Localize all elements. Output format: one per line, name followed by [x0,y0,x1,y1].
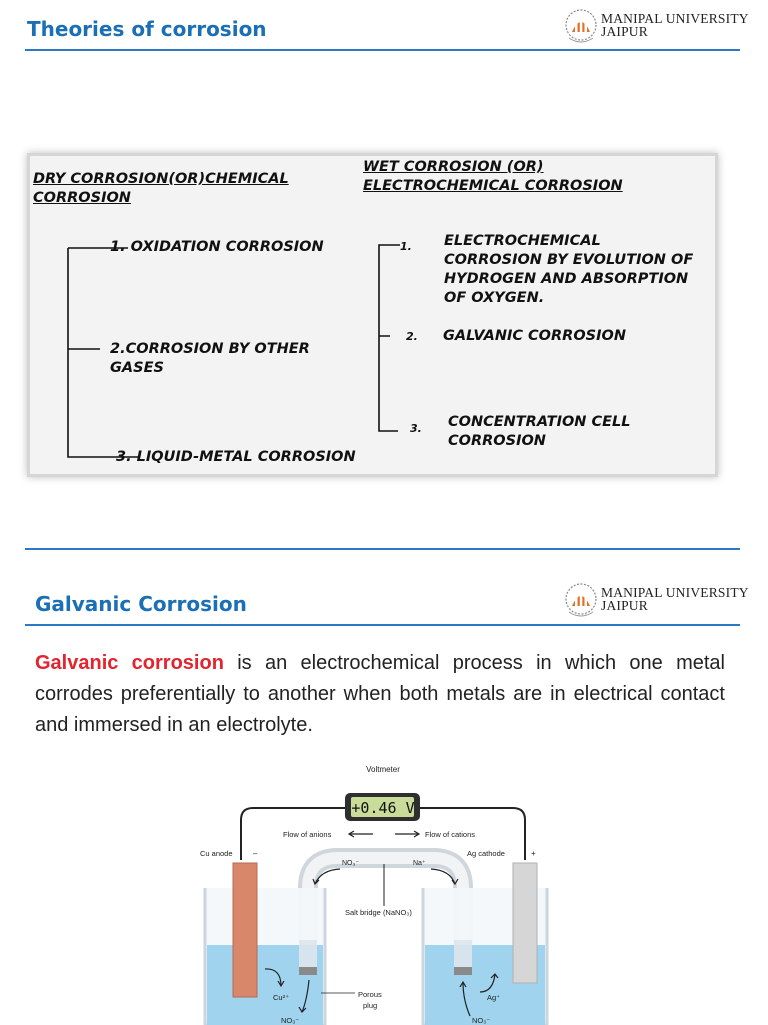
porous-plug-left [299,967,317,975]
university-logo: MANIPAL UNIVERSITY JAIPUR [563,8,763,52]
slide2-title: Galvanic Corrosion [35,592,247,616]
university-logo-2: MANIPAL UNIVERSITY JAIPUR [563,582,763,626]
porous-plug-label-1: Porous [358,990,382,999]
minus-sign: – [253,849,258,858]
dry-heading-line1: DRY CORROSION(OR)CHEMICAL [33,171,289,187]
flow-anions-label: Flow of anions [283,830,332,839]
dry-item-2: 2.CORROSION BY OTHER [110,341,310,357]
galvanic-term: Galvanic corrosion [35,652,224,674]
wet-item-3-line2: CORROSION [448,433,546,449]
dry-bracket [67,247,140,458]
porous-plug-label-2: plug [363,1001,377,1010]
cu-anode-label: Cu anode [200,849,233,858]
no3-bridge-label: NO₃⁻ [342,860,359,867]
cu-ion-label: Cu²⁺ [273,993,289,1002]
plus-sign: + [531,849,536,858]
ag-cathode-label: Ag cathode [467,849,505,858]
slide-divider-rule [25,548,740,550]
definition-text: is an electrochemical process in which o… [35,652,725,736]
no3-left-label: NO₃⁻ [281,1016,299,1025]
slide2-title-rule [25,624,740,626]
porous-plug-right [454,967,472,975]
wet-item-1-line4: OF OXYGEN. [444,290,545,306]
wet-item-1-line2: CORROSION BY EVOLUTION OF [444,252,694,268]
dry-item-3: 3. LIQUID-METAL CORROSION [116,449,356,465]
university-name: MANIPAL UNIVERSITY JAIPUR [601,11,749,39]
salt-bridge-label: Salt bridge (NaNO₃) [345,908,412,917]
university-emblem-icon [565,9,597,43]
wet-item-3-line1: CONCENTRATION CELL [448,414,631,430]
dry-item-1: 1. OXIDATION CORROSION [110,239,324,255]
no3-right-label: NO₃⁻ [472,1016,490,1025]
cu-electrode [232,862,258,998]
wet-heading-line2: ELECTROCHEMICAL CORROSION [363,178,623,194]
wet-item-2: GALVANIC CORROSION [443,328,626,344]
flow-cations-arrow [395,830,421,838]
voltmeter-label: Voltmeter [366,765,400,774]
galvanic-cell-diagram: Voltmeter +0.46 V Flow of anions Flow of… [195,760,565,1025]
na-bridge-label: Na⁺ [413,860,426,867]
university-name: MANIPAL UNIVERSITY JAIPUR [601,585,749,613]
flow-cations-label: Flow of cations [425,830,475,839]
slide1-title-rule [25,49,740,51]
ag-ion-label: Ag⁺ [487,993,500,1002]
voltmeter-display [351,797,414,817]
wet-item-1-line1: ELECTROCHEMICAL [444,233,601,249]
wet-item-1-num: 1. [400,240,412,253]
university-emblem-icon [565,583,597,617]
wet-bracket [378,244,400,432]
dry-heading-line2: CORROSION [33,190,131,206]
dry-item-2b: GASES [110,360,164,376]
wire-left [240,807,345,860]
voltmeter-reading: +0.46 V [351,799,414,817]
flow-anions-arrow [347,830,373,838]
galvanic-definition: Galvanic corrosion is an electrochemical… [35,648,725,741]
ag-electrode [512,862,538,984]
wet-heading-line1: WET CORROSION (OR) [363,159,544,175]
wet-item-2-num: 2. [406,330,418,343]
slide1-title: Theories of corrosion [27,17,267,41]
wet-item-1-line3: HYDROGEN AND ABSORPTION [444,271,689,287]
corrosion-classification-chart: DRY CORROSION(OR)CHEMICAL CORROSION 1. O… [27,153,718,477]
wire-right [420,807,526,860]
wet-item-3-num: 3. [410,422,422,435]
